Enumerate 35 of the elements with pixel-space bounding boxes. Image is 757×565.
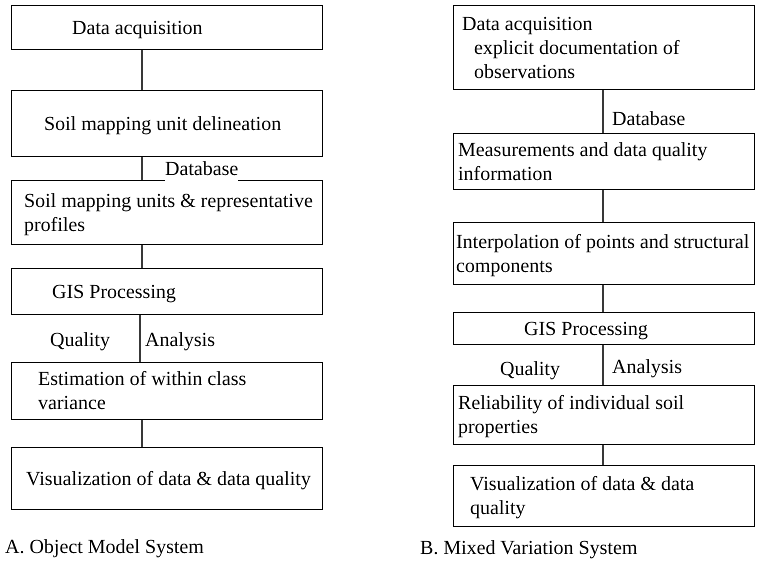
- process-box: [11, 90, 323, 157]
- process-box: [11, 362, 323, 420]
- connector-line: [141, 50, 143, 90]
- box-text: GIS Processing: [52, 280, 177, 304]
- box-subtext: explicit documentation of observations: [473, 36, 680, 84]
- process-box: [453, 312, 755, 345]
- connector-line: [602, 285, 604, 312]
- box-text: Soil mapping units & representative profiles: [24, 188, 314, 236]
- process-box: [453, 465, 755, 527]
- connector-line: [602, 345, 604, 385]
- box-text: Visualization of data & data quality: [26, 466, 312, 490]
- connector-line: [602, 445, 604, 465]
- box-text: GIS Processing: [524, 316, 649, 340]
- box-text: Measurements and data quality information: [458, 138, 708, 186]
- box-text: Reliability of individual soil properties: [458, 391, 686, 439]
- connector-line: [141, 420, 143, 447]
- box-text: Visualization of data & data quality: [470, 472, 696, 520]
- process-box: [11, 268, 323, 315]
- process-box: [11, 5, 323, 50]
- box-text: Soil mapping unit delineation: [44, 112, 282, 136]
- box-text: Data acquisition: [462, 12, 594, 36]
- process-box: [453, 222, 755, 285]
- connector-line: [602, 90, 604, 133]
- process-box: [11, 447, 323, 510]
- connector-line: [141, 245, 143, 268]
- process-box: [453, 5, 755, 90]
- process-box: [453, 385, 755, 445]
- box-text: Interpolation of points and structural components: [456, 230, 750, 278]
- box-text: Estimation of within class variance: [38, 367, 248, 415]
- process-box: [453, 133, 755, 190]
- process-box: [11, 180, 323, 245]
- connector-line: [602, 190, 604, 222]
- connector-line: [141, 157, 143, 180]
- connector-line: [139, 315, 141, 362]
- box-text: Data acquisition: [72, 16, 204, 40]
